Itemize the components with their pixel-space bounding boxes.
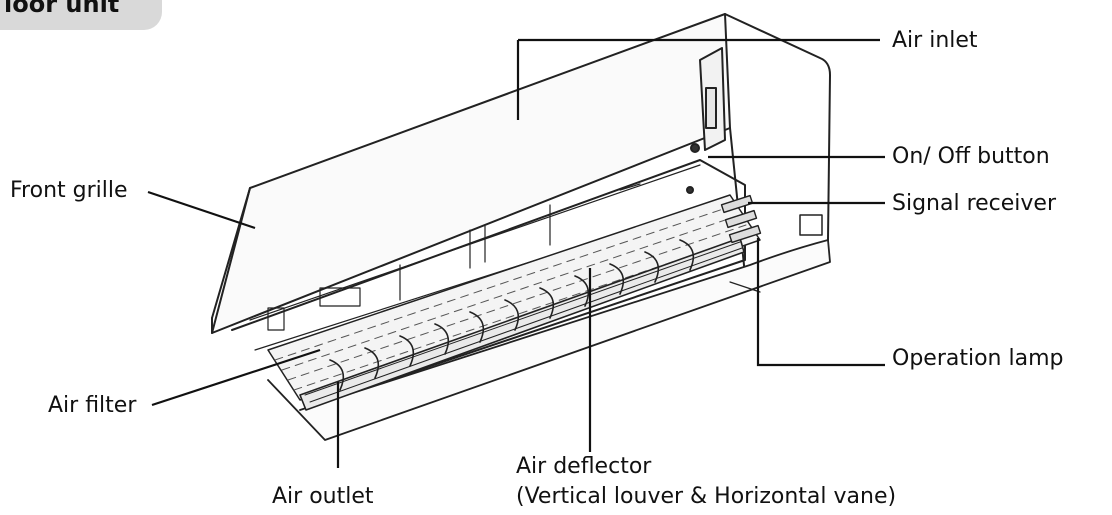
section-title: loor unit bbox=[4, 0, 120, 18]
unit-side-panel bbox=[724, 13, 831, 276]
side-vent bbox=[799, 214, 823, 236]
leader-air-filter bbox=[151, 348, 321, 407]
on-off-button-dot bbox=[690, 143, 700, 153]
label-air-inlet: Air inlet bbox=[892, 28, 978, 53]
section-tab: loor unit bbox=[0, 0, 162, 30]
label-air-outlet: Air outlet bbox=[272, 484, 374, 509]
air-filter-area bbox=[267, 194, 761, 401]
signal-receiver-window bbox=[720, 194, 762, 244]
leader-front-grille bbox=[147, 190, 256, 230]
label-air-filter: Air filter bbox=[48, 393, 137, 418]
label-front-grille: Front grille bbox=[10, 178, 128, 203]
air-outlet-lip bbox=[267, 239, 831, 441]
label-on-off-button: On/ Off button bbox=[892, 144, 1050, 169]
label-air-deflector-detail: (Vertical louver & Horizontal vane) bbox=[516, 484, 897, 509]
label-air-deflector: Air deflector bbox=[516, 454, 652, 479]
leader-operation-lamp bbox=[756, 238, 885, 367]
label-operation-lamp: Operation lamp bbox=[892, 346, 1064, 371]
air-deflector-louvers bbox=[299, 237, 745, 411]
unit-body-inner bbox=[231, 159, 746, 401]
label-signal-receiver: Signal receiver bbox=[892, 191, 1057, 216]
